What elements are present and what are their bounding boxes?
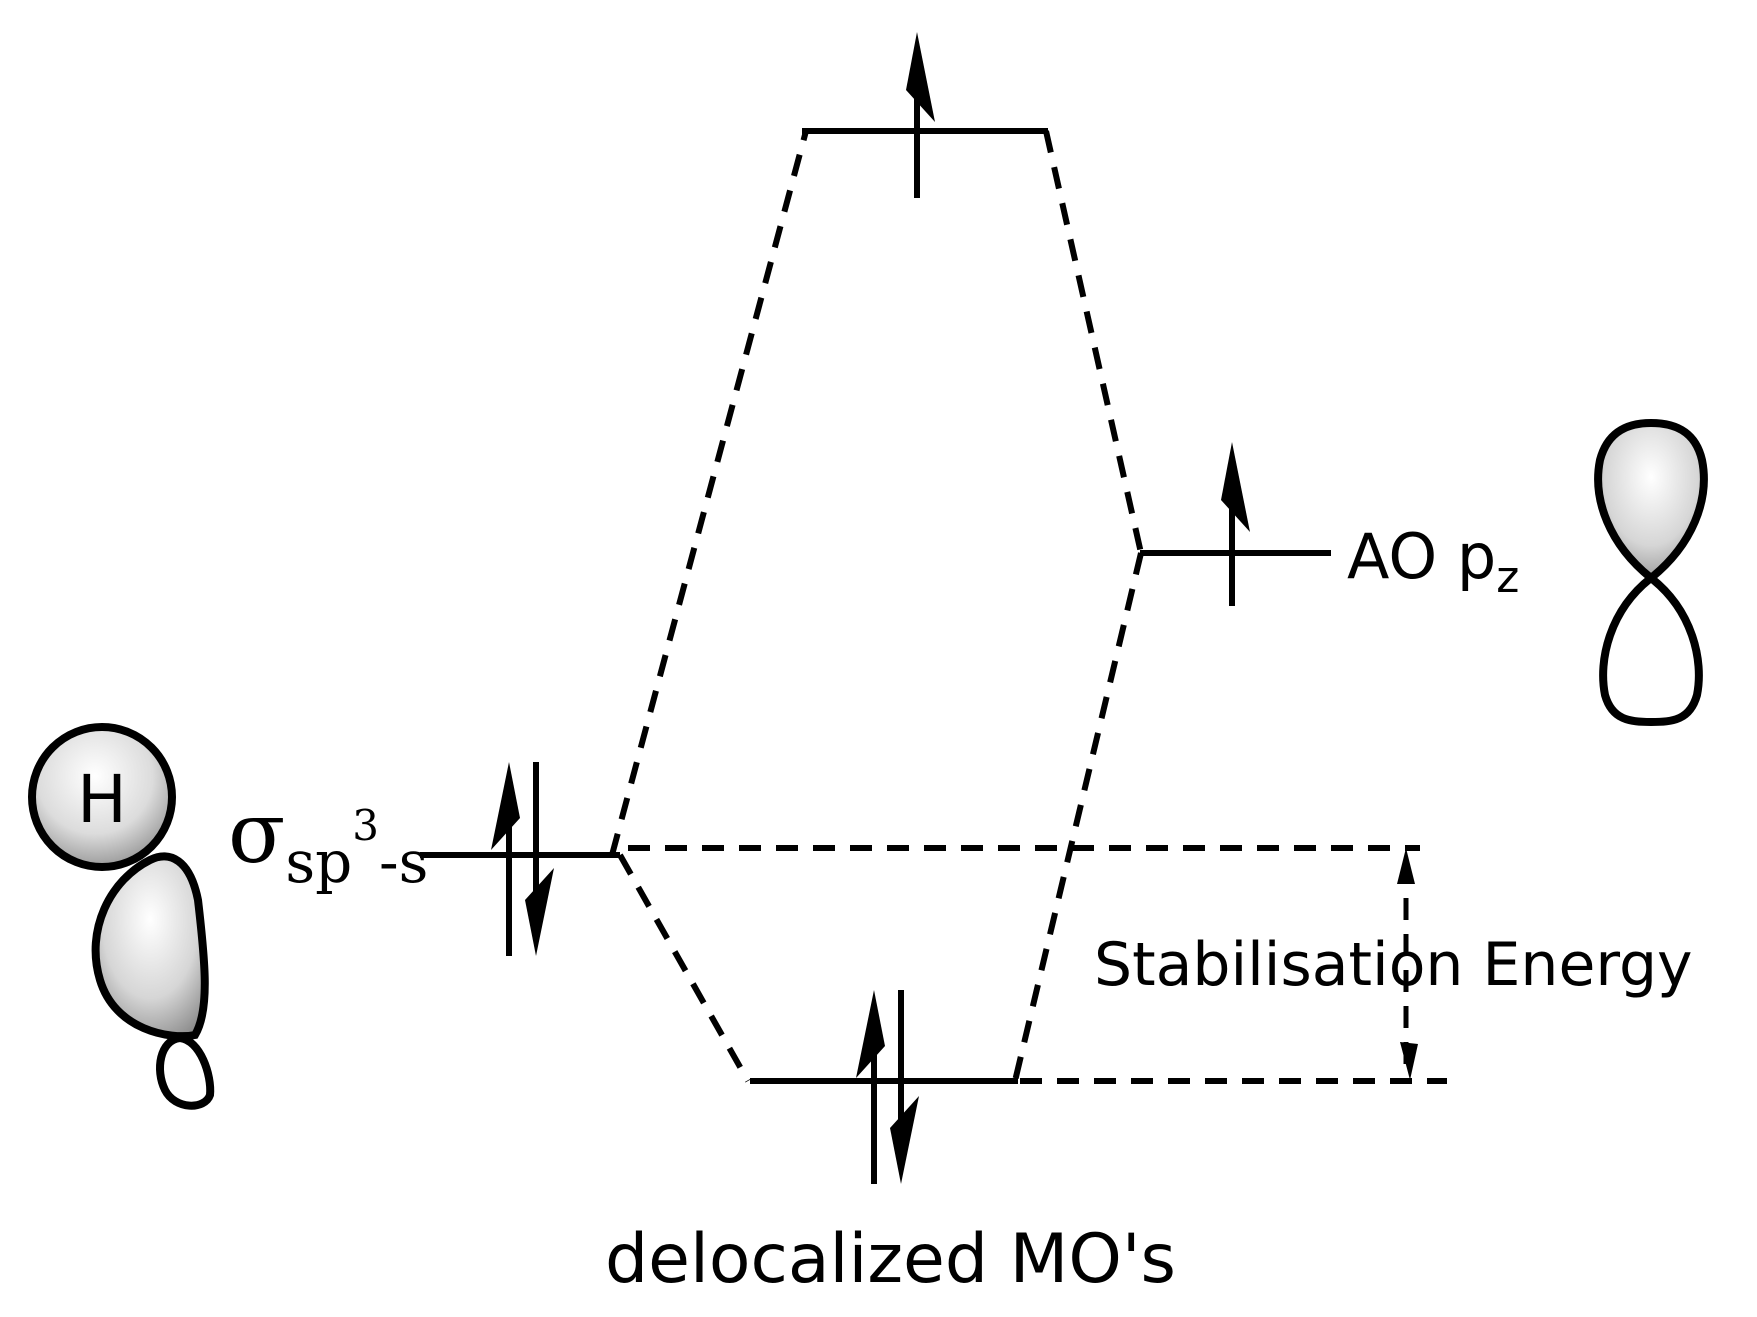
- sigma-sp3-s-label: σsp3-s: [228, 784, 428, 896]
- electron-pair-bonding: [856, 990, 919, 1184]
- dash-antibonding-to-ao: [1043, 130, 1144, 554]
- arrow-head-up: [1397, 848, 1415, 884]
- delocalized-mos-label: delocalized MO's: [605, 1220, 1176, 1299]
- electron-pair-sigma: [491, 762, 554, 956]
- dash-sigma-to-antibonding: [609, 130, 809, 856]
- correlation-lines: [609, 130, 1447, 1084]
- electron-ao-pz-up: [1221, 442, 1250, 606]
- sp3-hybrid-orbital-icon: [91, 852, 215, 1110]
- stabilisation-energy-label: Stabilisation Energy: [1094, 930, 1693, 1000]
- dash-ao-to-bonding: [1012, 552, 1144, 1082]
- arrow-head-down: [1400, 1042, 1418, 1080]
- hydrogen-label: H: [77, 761, 127, 838]
- electron-antibonding-up: [906, 32, 935, 198]
- ao-pz-label: AO pz: [1347, 520, 1519, 603]
- dash-sigma-to-bonding: [617, 853, 751, 1083]
- hydrogen-s-orbital-icon: H: [28, 723, 176, 871]
- p-orbital-icon: [1594, 418, 1708, 727]
